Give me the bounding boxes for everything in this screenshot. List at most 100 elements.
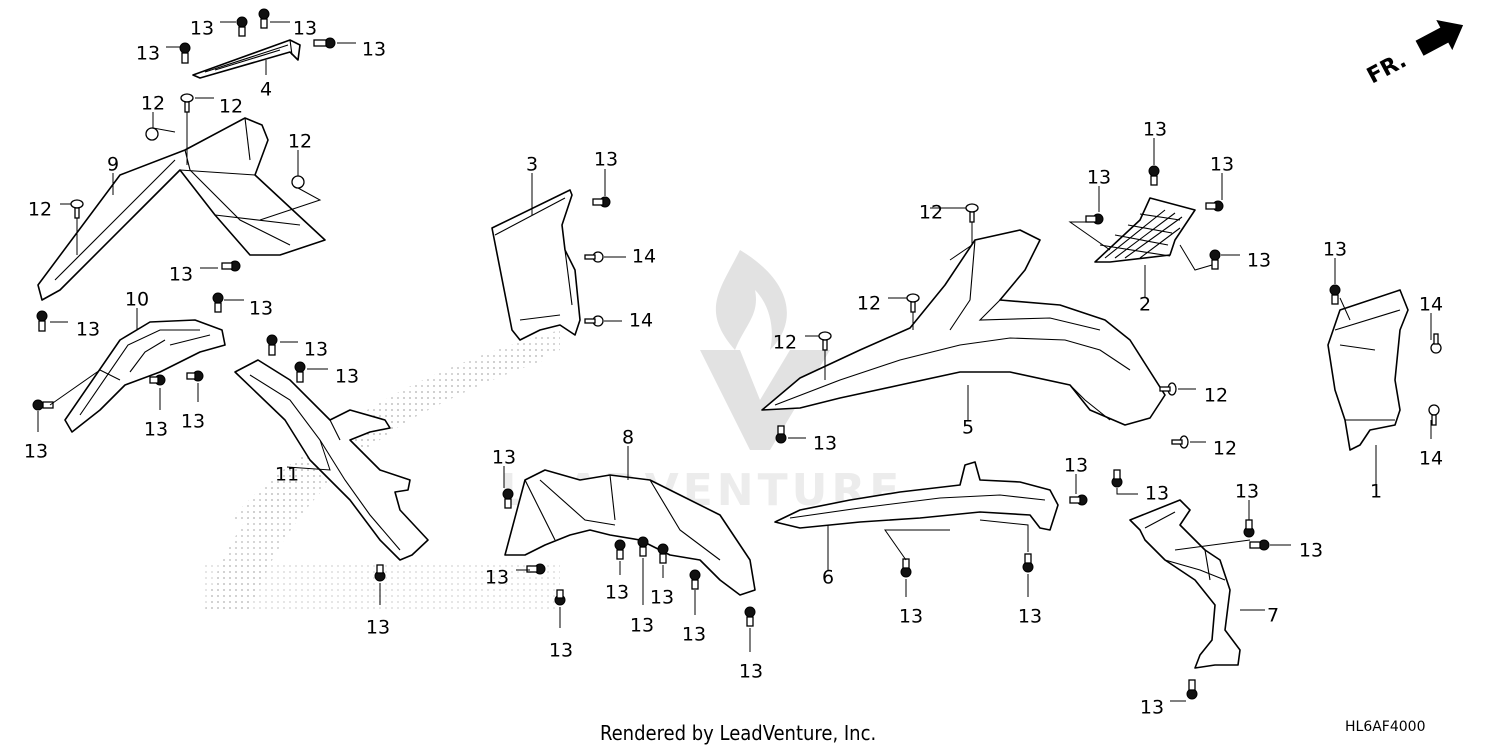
callout-13: 13	[605, 582, 629, 604]
callout-7: 7	[1267, 605, 1279, 627]
callout-13: 13	[739, 661, 763, 683]
callout-13: 13	[1143, 119, 1167, 141]
clip-icon	[744, 606, 756, 627]
callout-13: 13	[136, 43, 160, 65]
part-2-mesh-grille[interactable]	[1094, 197, 1196, 263]
screw-icon	[1430, 333, 1442, 354]
callout-12: 12	[1204, 385, 1228, 407]
callout-13: 13	[1323, 239, 1347, 261]
callout-13: 13	[1299, 540, 1323, 562]
bolt-icon	[180, 93, 194, 113]
part-1-front-panel[interactable]	[1327, 289, 1409, 451]
callout-11: 11	[275, 464, 299, 486]
clip-icon	[1209, 249, 1221, 270]
bolt-icon	[1159, 382, 1177, 396]
direction-label: FR.	[1363, 48, 1411, 89]
clip-icon	[526, 563, 546, 575]
callout-12: 12	[28, 199, 52, 221]
callout-8: 8	[622, 427, 634, 449]
callout-14: 14	[1419, 448, 1443, 470]
callout-12: 12	[219, 96, 243, 118]
bolt-icon	[818, 331, 832, 351]
direction-marker: FR.	[1363, 20, 1464, 89]
clip-icon	[614, 539, 626, 560]
part-10-cover[interactable]	[64, 319, 226, 433]
screw-icon	[584, 315, 604, 327]
clip-icon	[179, 42, 191, 64]
callout-13: 13	[899, 606, 923, 628]
clip-icon	[1186, 679, 1198, 700]
clip-icon	[236, 16, 248, 37]
clip-icon	[1249, 539, 1270, 551]
callout-13: 13	[190, 18, 214, 40]
callout-12: 12	[919, 202, 943, 224]
leader-lines	[37, 21, 1432, 702]
callout-13: 13	[1064, 455, 1088, 477]
forward-arrow-icon	[1415, 20, 1464, 56]
callout-9: 9	[107, 154, 119, 176]
part-7-lower-guard[interactable]	[1129, 499, 1241, 669]
clip-icon	[266, 334, 278, 356]
callout-13: 13	[1210, 154, 1234, 176]
callout-13: 13	[594, 149, 618, 171]
callout-13: 13	[1140, 697, 1164, 719]
clip-icon	[1205, 200, 1224, 212]
callout-13: 13	[144, 419, 168, 441]
clip-icon	[374, 564, 386, 582]
callout-13: 13	[362, 39, 386, 61]
callout-12: 12	[1213, 438, 1237, 460]
callout-13: 13	[492, 447, 516, 469]
clip-icon	[554, 589, 566, 606]
callout-12: 12	[773, 332, 797, 354]
callout-3: 3	[526, 154, 538, 176]
callout-13: 13	[169, 264, 193, 286]
clip-icon	[1069, 494, 1088, 506]
callout-12: 12	[141, 93, 165, 115]
callout-13: 13	[1247, 250, 1271, 272]
clip-icon	[149, 374, 166, 386]
part-5-side-cover[interactable]	[761, 229, 1166, 426]
callout-13: 13	[335, 366, 359, 388]
callout-13: 13	[366, 617, 390, 639]
clip-icon	[1085, 213, 1104, 225]
callout-13: 13	[249, 298, 273, 320]
callout-13: 13	[485, 567, 509, 589]
part-11-frame-cover[interactable]	[234, 359, 429, 561]
callout-13: 13	[813, 433, 837, 455]
clip-icon	[294, 361, 306, 383]
callout-13: 13	[650, 587, 674, 609]
part-8-splash-guard[interactable]	[504, 469, 756, 596]
part-4-bracket[interactable]	[192, 39, 301, 79]
part-6-step-rail[interactable]	[774, 461, 1059, 531]
clip-icon	[1148, 165, 1160, 186]
bolt-icon	[906, 293, 920, 313]
callout-13: 13	[304, 339, 328, 361]
clip-icon	[657, 543, 669, 564]
diagram-code: HL6AF4000	[1345, 719, 1426, 735]
bolt-icon	[1171, 435, 1189, 449]
clip-icon	[221, 260, 241, 272]
clip-icon	[186, 370, 204, 382]
bolt-icon	[70, 199, 84, 219]
callout-13: 13	[549, 640, 573, 662]
clip-icon	[592, 196, 611, 208]
footer-credit: Rendered by LeadVenture, Inc.	[600, 721, 876, 745]
bolt-icon	[965, 203, 979, 223]
callout-13: 13	[630, 615, 654, 637]
clip-icon	[1111, 469, 1123, 488]
clip-icon	[212, 292, 224, 313]
part-3-side-panel[interactable]	[491, 189, 581, 341]
callout-13: 13	[181, 411, 205, 433]
callout-14: 14	[1419, 294, 1443, 316]
callout-14: 14	[632, 246, 656, 268]
callout-10: 10	[125, 289, 149, 311]
callout-13: 13	[76, 319, 100, 341]
callout-13: 13	[293, 18, 317, 40]
clip-icon	[313, 37, 336, 49]
clip-icon	[32, 399, 54, 411]
screw-icon	[584, 251, 604, 263]
clip-icon	[775, 425, 787, 444]
callout-5: 5	[962, 417, 974, 439]
callout-2: 2	[1139, 294, 1151, 316]
